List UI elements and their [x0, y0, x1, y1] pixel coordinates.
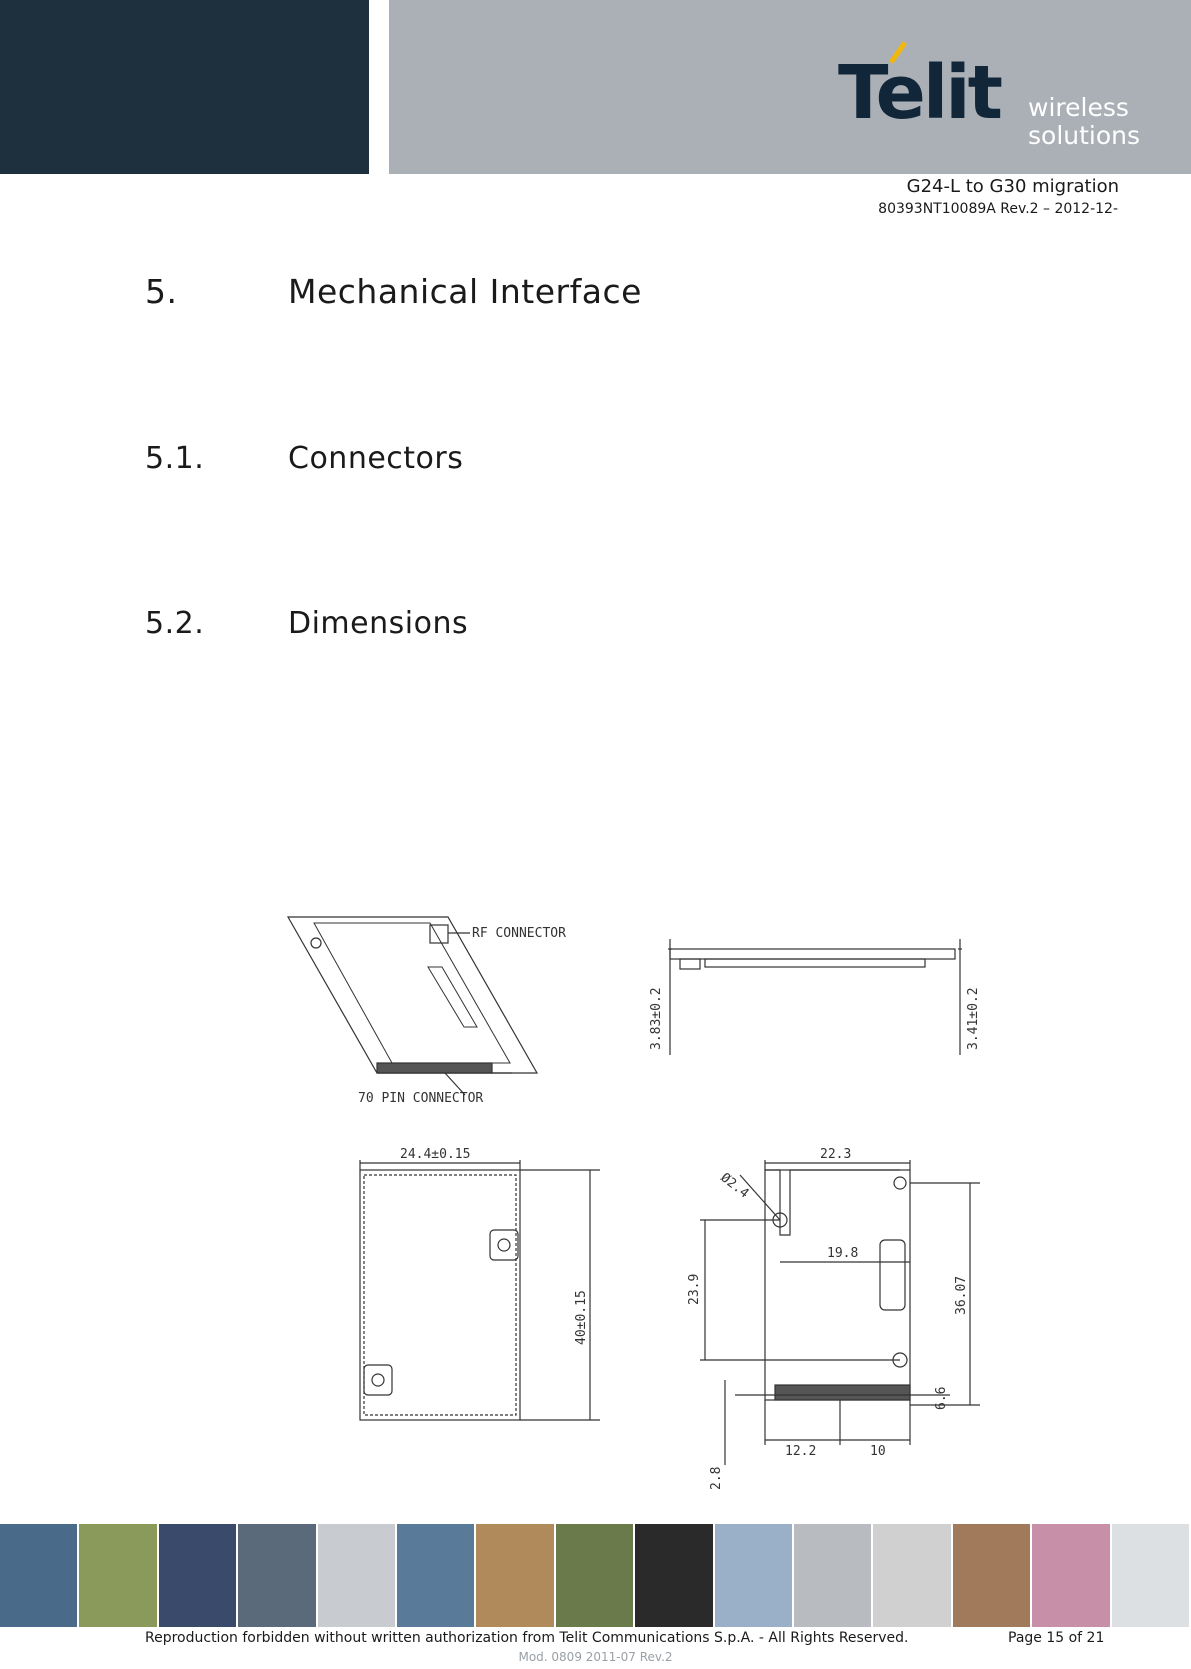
back-plan-view — [700, 1160, 980, 1465]
photo-tile — [158, 1524, 239, 1627]
dim-23-9: 23.9 — [687, 1274, 702, 1305]
section-heading-dimensions: 5.2. Dimensions — [145, 606, 468, 641]
dim-height-right: 3.41±0.2 — [966, 987, 981, 1050]
side-view — [668, 939, 962, 1055]
dim-10: 10 — [870, 1444, 886, 1459]
photo-tile — [1032, 1524, 1112, 1627]
logo-tagline-line1: wireless — [1028, 93, 1129, 122]
mechanical-drawing: RF CONNECTOR 70 PIN CONNECTOR 3.83±0.2 3… — [286, 916, 981, 1490]
dim-36-07: 36.07 — [954, 1276, 969, 1315]
footer-copyright: Reproduction forbidden without written a… — [145, 1630, 909, 1646]
isometric-module-view — [286, 916, 539, 1096]
photo-tile — [714, 1524, 795, 1627]
photo-tile — [317, 1524, 398, 1627]
photo-tile — [1111, 1524, 1191, 1627]
telit-logo: Telit wireless solutions — [838, 41, 1158, 154]
dim-hole: Ø2.4 — [718, 1170, 752, 1201]
photo-tile — [952, 1524, 1033, 1627]
photo-tile — [476, 1524, 556, 1627]
section-title: Mechanical Interface — [288, 272, 642, 311]
photo-strip — [0, 1524, 1191, 1627]
section-number: 5.2. — [145, 606, 205, 641]
photo-tile — [873, 1524, 953, 1627]
photo-tile — [0, 1524, 80, 1627]
photo-tile — [397, 1524, 477, 1627]
section-title: Connectors — [288, 441, 464, 476]
logo-wordmark: Telit — [838, 50, 1003, 136]
dim-height-left: 3.83±0.2 — [649, 987, 664, 1050]
rf-connector-label: RF CONNECTOR — [472, 926, 566, 941]
section-number: 5.1. — [145, 441, 205, 476]
dim-2-8: 2.8 — [709, 1467, 724, 1490]
section-heading-mechanical-interface: 5. Mechanical Interface — [145, 272, 642, 311]
photo-tile — [79, 1524, 159, 1627]
section-heading-connectors: 5.1. Connectors — [145, 441, 463, 476]
document-title: G24-L to G30 migration — [906, 176, 1119, 197]
dim-12-2: 12.2 — [785, 1444, 816, 1459]
photo-tile — [238, 1524, 318, 1627]
logo-tagline: wireless solutions — [1028, 94, 1140, 150]
dim-inner: 19.8 — [827, 1246, 858, 1261]
pin-connector-label: 70 PIN CONNECTOR — [358, 1091, 483, 1106]
dim-width-front: 24.4±0.15 — [400, 1147, 470, 1162]
footer-mod: Mod. 0809 2011-07 Rev.2 — [518, 1650, 673, 1664]
page-number: Page 15 of 21 — [1008, 1630, 1105, 1646]
header-dark-band — [0, 0, 369, 174]
photo-tile — [794, 1524, 874, 1627]
photo-tile — [555, 1524, 636, 1627]
section-number: 5. — [145, 272, 178, 311]
photo-tile — [635, 1524, 715, 1627]
rf-connector-shape — [429, 924, 449, 944]
dim-width-back: 22.3 — [820, 1147, 851, 1162]
document-code: 80393NT10089A Rev.2 – 2012-12- — [878, 201, 1118, 217]
dim-length-front: 40±0.15 — [574, 1290, 589, 1345]
header-grey-band — [389, 0, 1191, 174]
front-plan-view — [359, 1160, 600, 1421]
section-title: Dimensions — [288, 606, 469, 641]
dim-6-6: 6.6 — [934, 1387, 949, 1410]
logo-tagline-line2: solutions — [1028, 121, 1141, 150]
